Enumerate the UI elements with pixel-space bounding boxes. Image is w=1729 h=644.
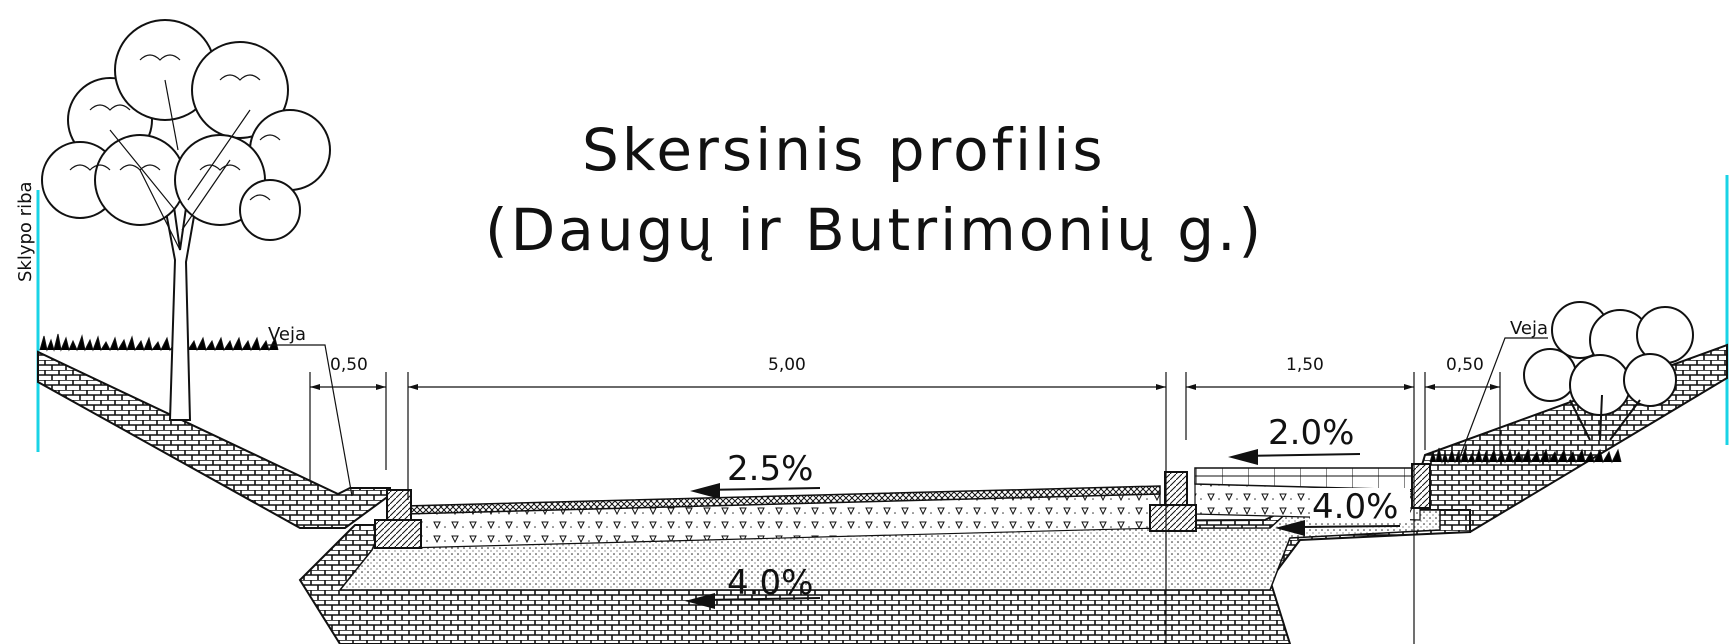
arrow-left-icon — [1275, 520, 1305, 536]
arrow-left-icon — [690, 483, 720, 499]
left-embankment — [37, 350, 391, 529]
slope-sidewalk-label: 2.0% — [1268, 413, 1354, 453]
lawn-label-right: Veja — [1510, 318, 1548, 339]
lawn-leader-right — [1457, 337, 1548, 463]
slope-subbase-left: 4.0% — [685, 563, 821, 609]
curb-left-foot — [374, 519, 422, 549]
curb-sidewalk-right — [1411, 463, 1431, 509]
shrub-icon — [1523, 301, 1694, 441]
title-line-2: (Daugų ir Butrimonių g.) — [485, 196, 1264, 264]
slope-roadway-label: 2.5% — [727, 449, 813, 489]
lawn-label-left: Veja — [268, 324, 306, 345]
arrow-left-icon — [1228, 449, 1258, 465]
dimension-left-verge: 0,50 — [330, 355, 368, 375]
grass-icon — [39, 333, 1622, 464]
slope-subbase-right: 4.0% — [1275, 487, 1410, 536]
slope-roadway: 2.5% — [690, 449, 821, 499]
slope-subbase-left-label: 4.0% — [727, 563, 813, 603]
dimension-lines — [309, 372, 1501, 644]
title-line-1: Skersinis profilis — [582, 116, 1106, 184]
dimension-roadway: 5,00 — [768, 355, 806, 375]
lawn-leader-left — [268, 344, 353, 497]
dimension-sidewalk: 1,50 — [1286, 355, 1324, 375]
slope-sidewalk: 2.0% — [1228, 413, 1361, 465]
slope-subbase-right-label: 4.0% — [1312, 487, 1398, 527]
arrow-left-icon — [685, 593, 715, 609]
curb-road-right-foot — [1149, 504, 1197, 532]
dimension-right-verge: 0,50 — [1446, 355, 1484, 375]
tree-icon — [41, 19, 331, 421]
plot-boundary-label: Sklypo riba — [15, 181, 36, 282]
